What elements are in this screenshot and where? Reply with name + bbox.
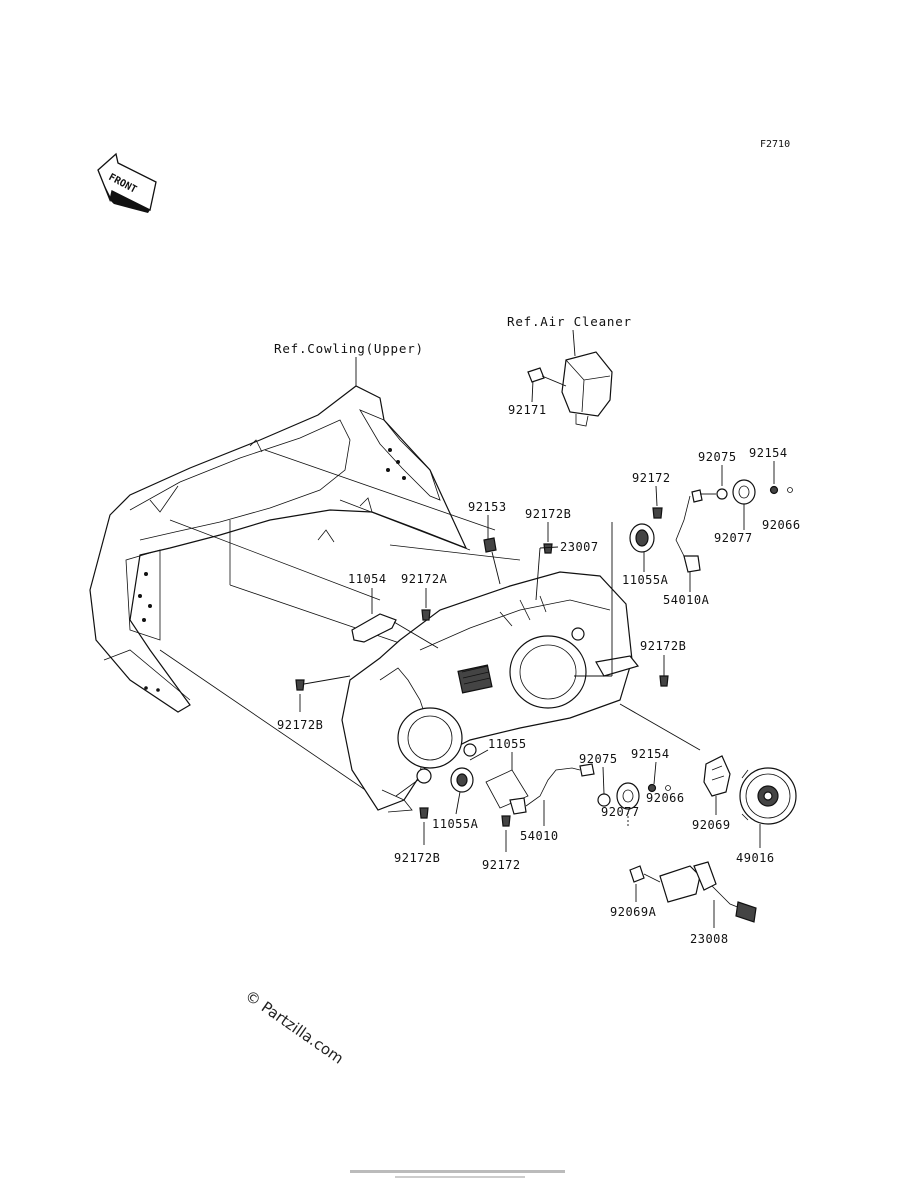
copyright-line-2 [395,1176,525,1178]
dust-cover-49016 [739,767,797,825]
part-11055a-top: 11055A [622,573,669,587]
part-49016: 49016 [736,851,775,865]
part-92154-top: 92154 [749,446,788,460]
ref-cowling-upper: Ref.Cowling(Upper) [274,341,424,356]
bulb-socket-top [629,523,655,553]
part-92077-top: 92077 [714,531,753,545]
part-92154-mid: 92154 [631,747,670,761]
watermark: © Partzilla.com [242,987,347,1068]
copyright-line [350,1170,565,1173]
part-11054: 11054 [348,572,387,586]
part-92077-mid: 92077 [601,805,640,819]
headlight-housing-part [341,571,640,813]
front-arrow-icon: FRONT [97,152,157,213]
part-92172b-right: 92172B [640,639,686,653]
part-92172-top: 92172 [632,471,671,485]
part-92172b-bottom: 92172B [394,851,440,865]
headlight-bulb-92069 [703,755,731,797]
part-92066-top: 92066 [762,518,801,532]
bulb-cap-mid [616,782,640,810]
part-92069: 92069 [692,818,731,832]
position-bulb-harness [629,861,757,923]
air-cleaner-part [561,351,613,427]
part-92153: 92153 [468,500,507,514]
diagram-code: F2710 [760,139,790,150]
part-92075-top: 92075 [698,450,737,464]
bulb-socket-bottom [450,767,474,793]
part-92171: 92171 [508,403,547,417]
part-92172b-left: 92172B [277,718,323,732]
part-92172a: 92172A [401,572,448,586]
part-92075-mid: 92075 [579,752,618,766]
part-92172-bottom: 92172 [482,858,521,872]
part-54010: 54010 [520,829,559,843]
upper-cowling-part [89,385,468,713]
part-11055: 11055 [488,737,527,751]
part-54010a: 54010A [663,593,710,607]
part-23007: 23007 [560,540,599,554]
ref-air-cleaner: Ref.Air Cleaner [507,314,632,329]
part-23008: 23008 [690,932,729,946]
part-92172b-top: 92172B [525,507,571,521]
part-11055a-bottom: 11055A [432,817,479,831]
part-92066-mid: 92066 [646,791,685,805]
bulb-cap-top [732,479,756,505]
part-92069a: 92069A [610,905,657,919]
